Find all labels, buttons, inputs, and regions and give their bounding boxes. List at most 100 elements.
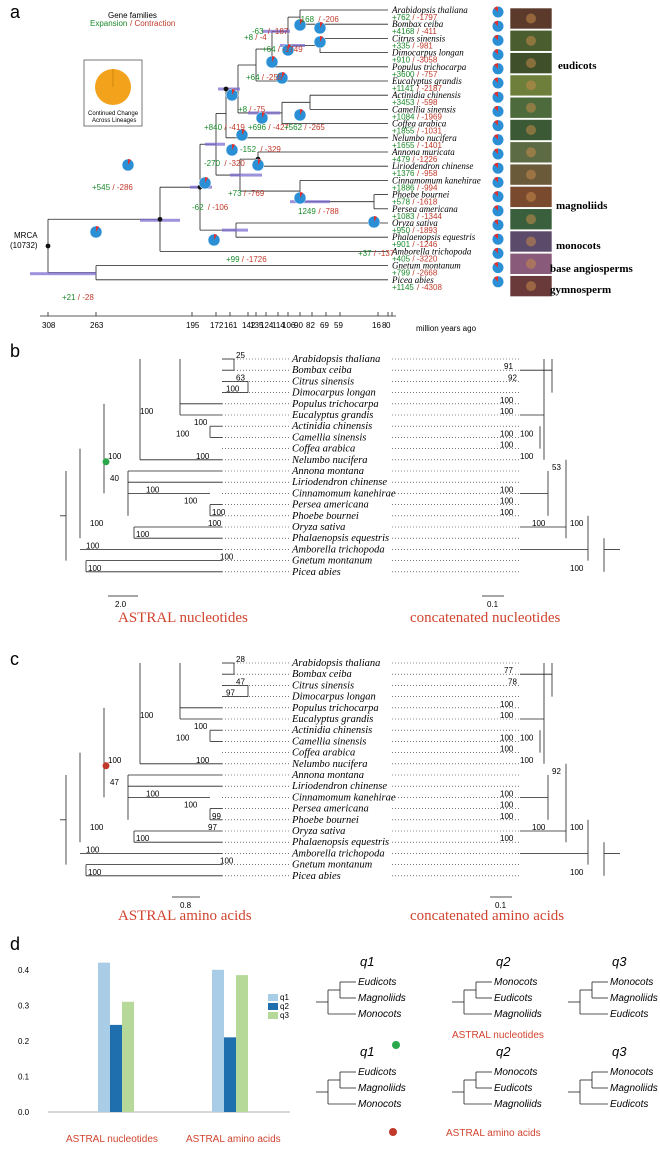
group-magnoliids: magnoliids <box>556 200 608 212</box>
lsupport-treeB-9: 100 <box>146 485 160 494</box>
lsupport-treeC-3: 100 <box>194 722 208 731</box>
node-pie-slice-7 <box>282 71 285 78</box>
node-pie-slice-8 <box>262 111 265 118</box>
taxon-expansion-4: +3600 <box>392 70 415 79</box>
axis-label-10: 90 <box>294 321 303 330</box>
taxon-expansion-5: +1141 <box>392 84 414 93</box>
taxon-expansion-9: +1655 <box>392 141 415 150</box>
ci-bar-5 <box>230 173 262 177</box>
legend-title: Gene families <box>108 11 157 20</box>
leaf-pie-slice-11 <box>494 162 498 169</box>
taxon-label-16: Phalaenopsis equestris <box>391 232 476 242</box>
mrca-label: MRCA <box>14 231 38 240</box>
lsupport-treeC-4: 100 <box>176 733 190 742</box>
taxon-treeC-10: Annona montana <box>291 770 364 781</box>
leaf-pie-slice-15 <box>494 219 498 225</box>
lsupport-treeB-4: 100 <box>176 429 190 438</box>
taxon-treeC-4: Populus trichocarpa <box>291 703 379 714</box>
lsupport-treeB-8: 40 <box>110 474 119 483</box>
taxon-label-17: Amborella trichopoda <box>391 246 472 256</box>
taxon-expansion-11: +1376 <box>392 169 415 178</box>
row2-marker <box>389 1128 397 1136</box>
taxon-treeB-6: Actinidia chinensis <box>291 421 372 432</box>
legend-label-q3: q3 <box>280 1011 289 1020</box>
lsupport-treeC-15: 100 <box>86 845 100 854</box>
rsupport-treeC-11: 100 <box>500 812 514 821</box>
taxon-treeB-3: Dimocarpus longan <box>291 388 376 399</box>
taxon-treeB-16: Phalaenopsis equestris <box>291 533 389 544</box>
lsupport-treeB-0: 25 <box>236 351 245 360</box>
taxon-treeC-14: Phoebe bournei <box>291 815 359 826</box>
taxon-contraction-3: / -3058 <box>412 56 437 65</box>
node-pie-slice-16 <box>288 43 291 50</box>
node-pie-slice-4 <box>242 129 245 135</box>
taxon-expansion-8: +1855 <box>392 127 415 136</box>
taxon-contraction-12: / -994 <box>417 183 438 192</box>
taxon-expansion-17: +405 <box>392 254 411 263</box>
taxon-contraction-6: / -598 <box>417 98 438 107</box>
taxon-expansion-12: +1886 <box>392 183 415 192</box>
taxon-treeC-2: Citrus sinensis <box>292 680 354 691</box>
taxon-expansion-2: +335 <box>392 41 411 50</box>
axis-label-9: 106 <box>282 321 296 330</box>
topology-title-0-0: q1 <box>360 954 374 969</box>
leaf-pie-slice-13 <box>494 191 498 197</box>
rsupport-treeC-8: 92 <box>552 767 561 776</box>
taxon-treeB-12: Cinnamomum kanehirae <box>292 488 396 499</box>
topology-taxon-0-1-2: Magnoliids <box>494 1009 542 1020</box>
node-expansion-13: +64 <box>262 45 276 54</box>
node-contraction-3: / -320 <box>224 159 245 168</box>
taxon-contraction-14: / -1344 <box>417 212 442 221</box>
topology-taxon-0-0-2: Monocots <box>358 1009 401 1020</box>
taxon-expansion-0: +762 <box>392 13 411 22</box>
taxon-label-11: Liriodendron chinense <box>391 161 473 171</box>
node-pie-slice-17 <box>320 21 323 28</box>
taxon-treeC-1: Bombax ceiba <box>292 669 352 680</box>
time-unit: million years ago <box>416 324 477 333</box>
lsupport-treeC-9: 100 <box>146 789 160 798</box>
rsupport-treeB-11: 100 <box>500 508 514 517</box>
taxon-treeB-15: Oryza sativa <box>292 522 345 533</box>
node-contraction-12: / -255 <box>262 73 283 82</box>
leaf-pie-slice-6 <box>494 91 498 98</box>
taxon-treeB-4: Populus trichocarpa <box>291 399 379 410</box>
lsupport-treeC-2: 97 <box>226 689 235 698</box>
node-pie-slice-13 <box>214 234 217 240</box>
rsupport-treeB-6: 100 <box>520 429 534 438</box>
node-contraction-4: / -769 <box>244 189 265 198</box>
taxon-label-12: Cinnamomum kanehirae <box>392 175 481 185</box>
legend-contraction: / Contraction <box>130 19 175 28</box>
lsupport-treeC-8: 47 <box>110 778 119 787</box>
legend-expansion: Expansion <box>90 19 127 28</box>
topology-taxon-0-0-0: Eudicots <box>358 977 396 988</box>
topology-taxon-0-2-1: Magnoliids <box>610 993 658 1004</box>
node-expansion-0: +545 <box>92 183 111 192</box>
photo-detail-6 <box>526 147 536 158</box>
taxon-treeC-13: Persea americana <box>291 804 369 815</box>
node-dot-1 <box>157 216 163 222</box>
taxon-contraction-11: / -958 <box>417 169 438 178</box>
ci-bar-9 <box>280 44 305 47</box>
panel-c-letter: c <box>10 649 19 669</box>
taxon-expansion-16: +901 <box>392 240 411 249</box>
lsupport-treeB-15: 100 <box>86 541 100 550</box>
taxon-label-7: Camellia sinensis <box>392 104 456 114</box>
rsupport-treeB-2: 100 <box>500 396 514 405</box>
taxon-label-2: Citrus sinensis <box>392 33 446 43</box>
taxon-treeB-11: Liriodendron chinense <box>291 477 387 488</box>
support-marker-treeB <box>102 458 110 466</box>
leaf-pie-slice-9 <box>494 134 498 140</box>
lsupport-treeB-17: 100 <box>220 553 234 562</box>
topology-title-0-1: q2 <box>496 954 511 969</box>
panel-b-left-scale: 2.0 <box>115 600 127 609</box>
quartet-topologies: q1EudicotsMagnoliidsMonocotsq2MonocotsEu… <box>316 954 658 1110</box>
axis-label-7: 124 <box>260 321 274 330</box>
node-contraction-9: / -329 <box>260 145 281 154</box>
topology-taxon-1-2-0: Monocots <box>610 1067 653 1078</box>
node-pie-slice-14 <box>232 88 235 95</box>
node-expansion-4: +73 <box>228 189 242 198</box>
taxon-treeC-0: Arabidopsis thaliana <box>291 658 380 669</box>
